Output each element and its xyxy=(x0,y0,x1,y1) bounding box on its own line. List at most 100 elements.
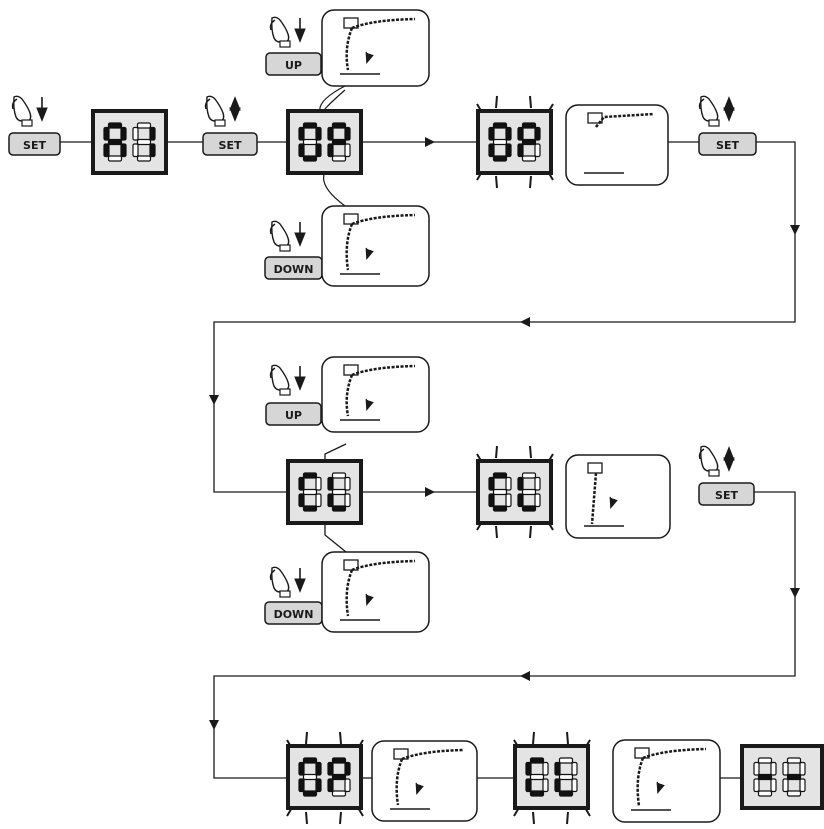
button-label: SET xyxy=(23,139,46,152)
button-cap xyxy=(708,469,720,477)
display-frame xyxy=(740,744,824,810)
finger-crease xyxy=(698,98,705,110)
motion-arrow xyxy=(365,247,374,261)
segment-f xyxy=(488,126,495,141)
segment-a xyxy=(786,757,802,764)
segment-a xyxy=(331,757,347,764)
flow-arrow-icon xyxy=(425,487,435,497)
barrier-arm xyxy=(636,747,707,807)
segment-f xyxy=(554,761,561,776)
segment-b xyxy=(505,126,512,141)
button-body[interactable] xyxy=(8,132,61,156)
button-body[interactable] xyxy=(698,132,757,156)
finger-crease xyxy=(269,19,276,31)
segment-g xyxy=(302,138,318,146)
segment-digit xyxy=(488,122,512,162)
set-button[interactable]: SET xyxy=(202,132,258,156)
button-body[interactable] xyxy=(265,402,322,426)
segment-digit xyxy=(298,122,322,162)
button-cap xyxy=(214,119,226,127)
segment-f xyxy=(753,761,760,776)
down-button[interactable]: DOWN xyxy=(264,256,323,280)
up-button[interactable]: UP xyxy=(265,52,322,76)
segment-b xyxy=(344,126,351,141)
panel-frame xyxy=(321,356,430,433)
finger-crease xyxy=(269,367,276,379)
finger-press-icon xyxy=(269,566,306,598)
segment-e xyxy=(554,778,561,793)
finger-shape xyxy=(13,95,32,122)
motion-arrow xyxy=(656,781,665,795)
connector xyxy=(213,141,796,493)
segment-g xyxy=(558,773,574,781)
segment-e xyxy=(327,493,334,508)
button-body[interactable] xyxy=(202,132,258,156)
segment-a xyxy=(521,122,537,129)
segment-c xyxy=(534,143,541,158)
finger-shape xyxy=(700,445,719,472)
down-button[interactable]: DOWN xyxy=(264,601,323,625)
segment-f xyxy=(327,476,334,491)
segment-a xyxy=(331,122,347,129)
segment-digit xyxy=(327,122,351,162)
segment-b xyxy=(534,476,541,491)
segment-c xyxy=(505,143,512,158)
set-button[interactable]: SET xyxy=(8,132,61,156)
segment-b xyxy=(505,476,512,491)
segment-digit xyxy=(517,472,541,512)
barrier-housing xyxy=(343,559,359,571)
segment-digit xyxy=(298,757,322,797)
display-frame xyxy=(286,459,363,525)
segment-e xyxy=(298,493,305,508)
segment-e xyxy=(298,778,305,793)
button-body[interactable] xyxy=(698,482,755,506)
segment-g xyxy=(786,773,802,781)
segment-b xyxy=(315,476,322,491)
up-button[interactable]: UP xyxy=(265,402,322,426)
segment-a xyxy=(757,757,773,764)
finger-crease xyxy=(11,98,18,110)
segment-f xyxy=(327,761,334,776)
display-op: OP xyxy=(286,109,363,175)
flow-arrow-icon xyxy=(209,395,219,405)
segment-a xyxy=(302,472,318,479)
display-op-blinking: OP xyxy=(286,744,363,810)
finger-shape xyxy=(271,16,290,43)
segment-a xyxy=(331,472,347,479)
segment-d xyxy=(331,505,347,512)
segment-e xyxy=(488,143,495,158)
segment-e xyxy=(517,143,524,158)
segment-e xyxy=(488,493,495,508)
barrier-housing xyxy=(343,17,359,29)
segment-b xyxy=(315,126,322,141)
segment-a xyxy=(558,757,574,764)
segment-a xyxy=(492,122,508,129)
segment-b xyxy=(534,126,541,141)
segment-b xyxy=(770,761,777,776)
button-cap xyxy=(279,40,291,48)
segment-digit xyxy=(782,757,806,797)
segment-g xyxy=(492,488,508,496)
barrier-arm xyxy=(345,364,416,417)
segment-a xyxy=(492,472,508,479)
finger-shape xyxy=(206,95,225,122)
segment-e xyxy=(517,493,524,508)
segment-b xyxy=(344,476,351,491)
blink-ray xyxy=(495,445,498,459)
flow-arrow-icon xyxy=(425,137,435,147)
segment-e xyxy=(327,143,334,158)
display-frame xyxy=(476,459,553,525)
set-button[interactable]: SET xyxy=(698,132,757,156)
segment-c xyxy=(770,778,777,793)
set-button[interactable]: SET xyxy=(698,482,755,506)
branch-arc xyxy=(322,89,346,113)
segment-d xyxy=(107,155,123,162)
segment-c xyxy=(505,493,512,508)
barrier-panel-up xyxy=(321,9,430,87)
segment-a xyxy=(521,472,537,479)
button-body[interactable] xyxy=(265,52,322,76)
barrier-arm xyxy=(395,748,464,806)
blink-ray xyxy=(566,811,569,825)
segment-b xyxy=(344,761,351,776)
